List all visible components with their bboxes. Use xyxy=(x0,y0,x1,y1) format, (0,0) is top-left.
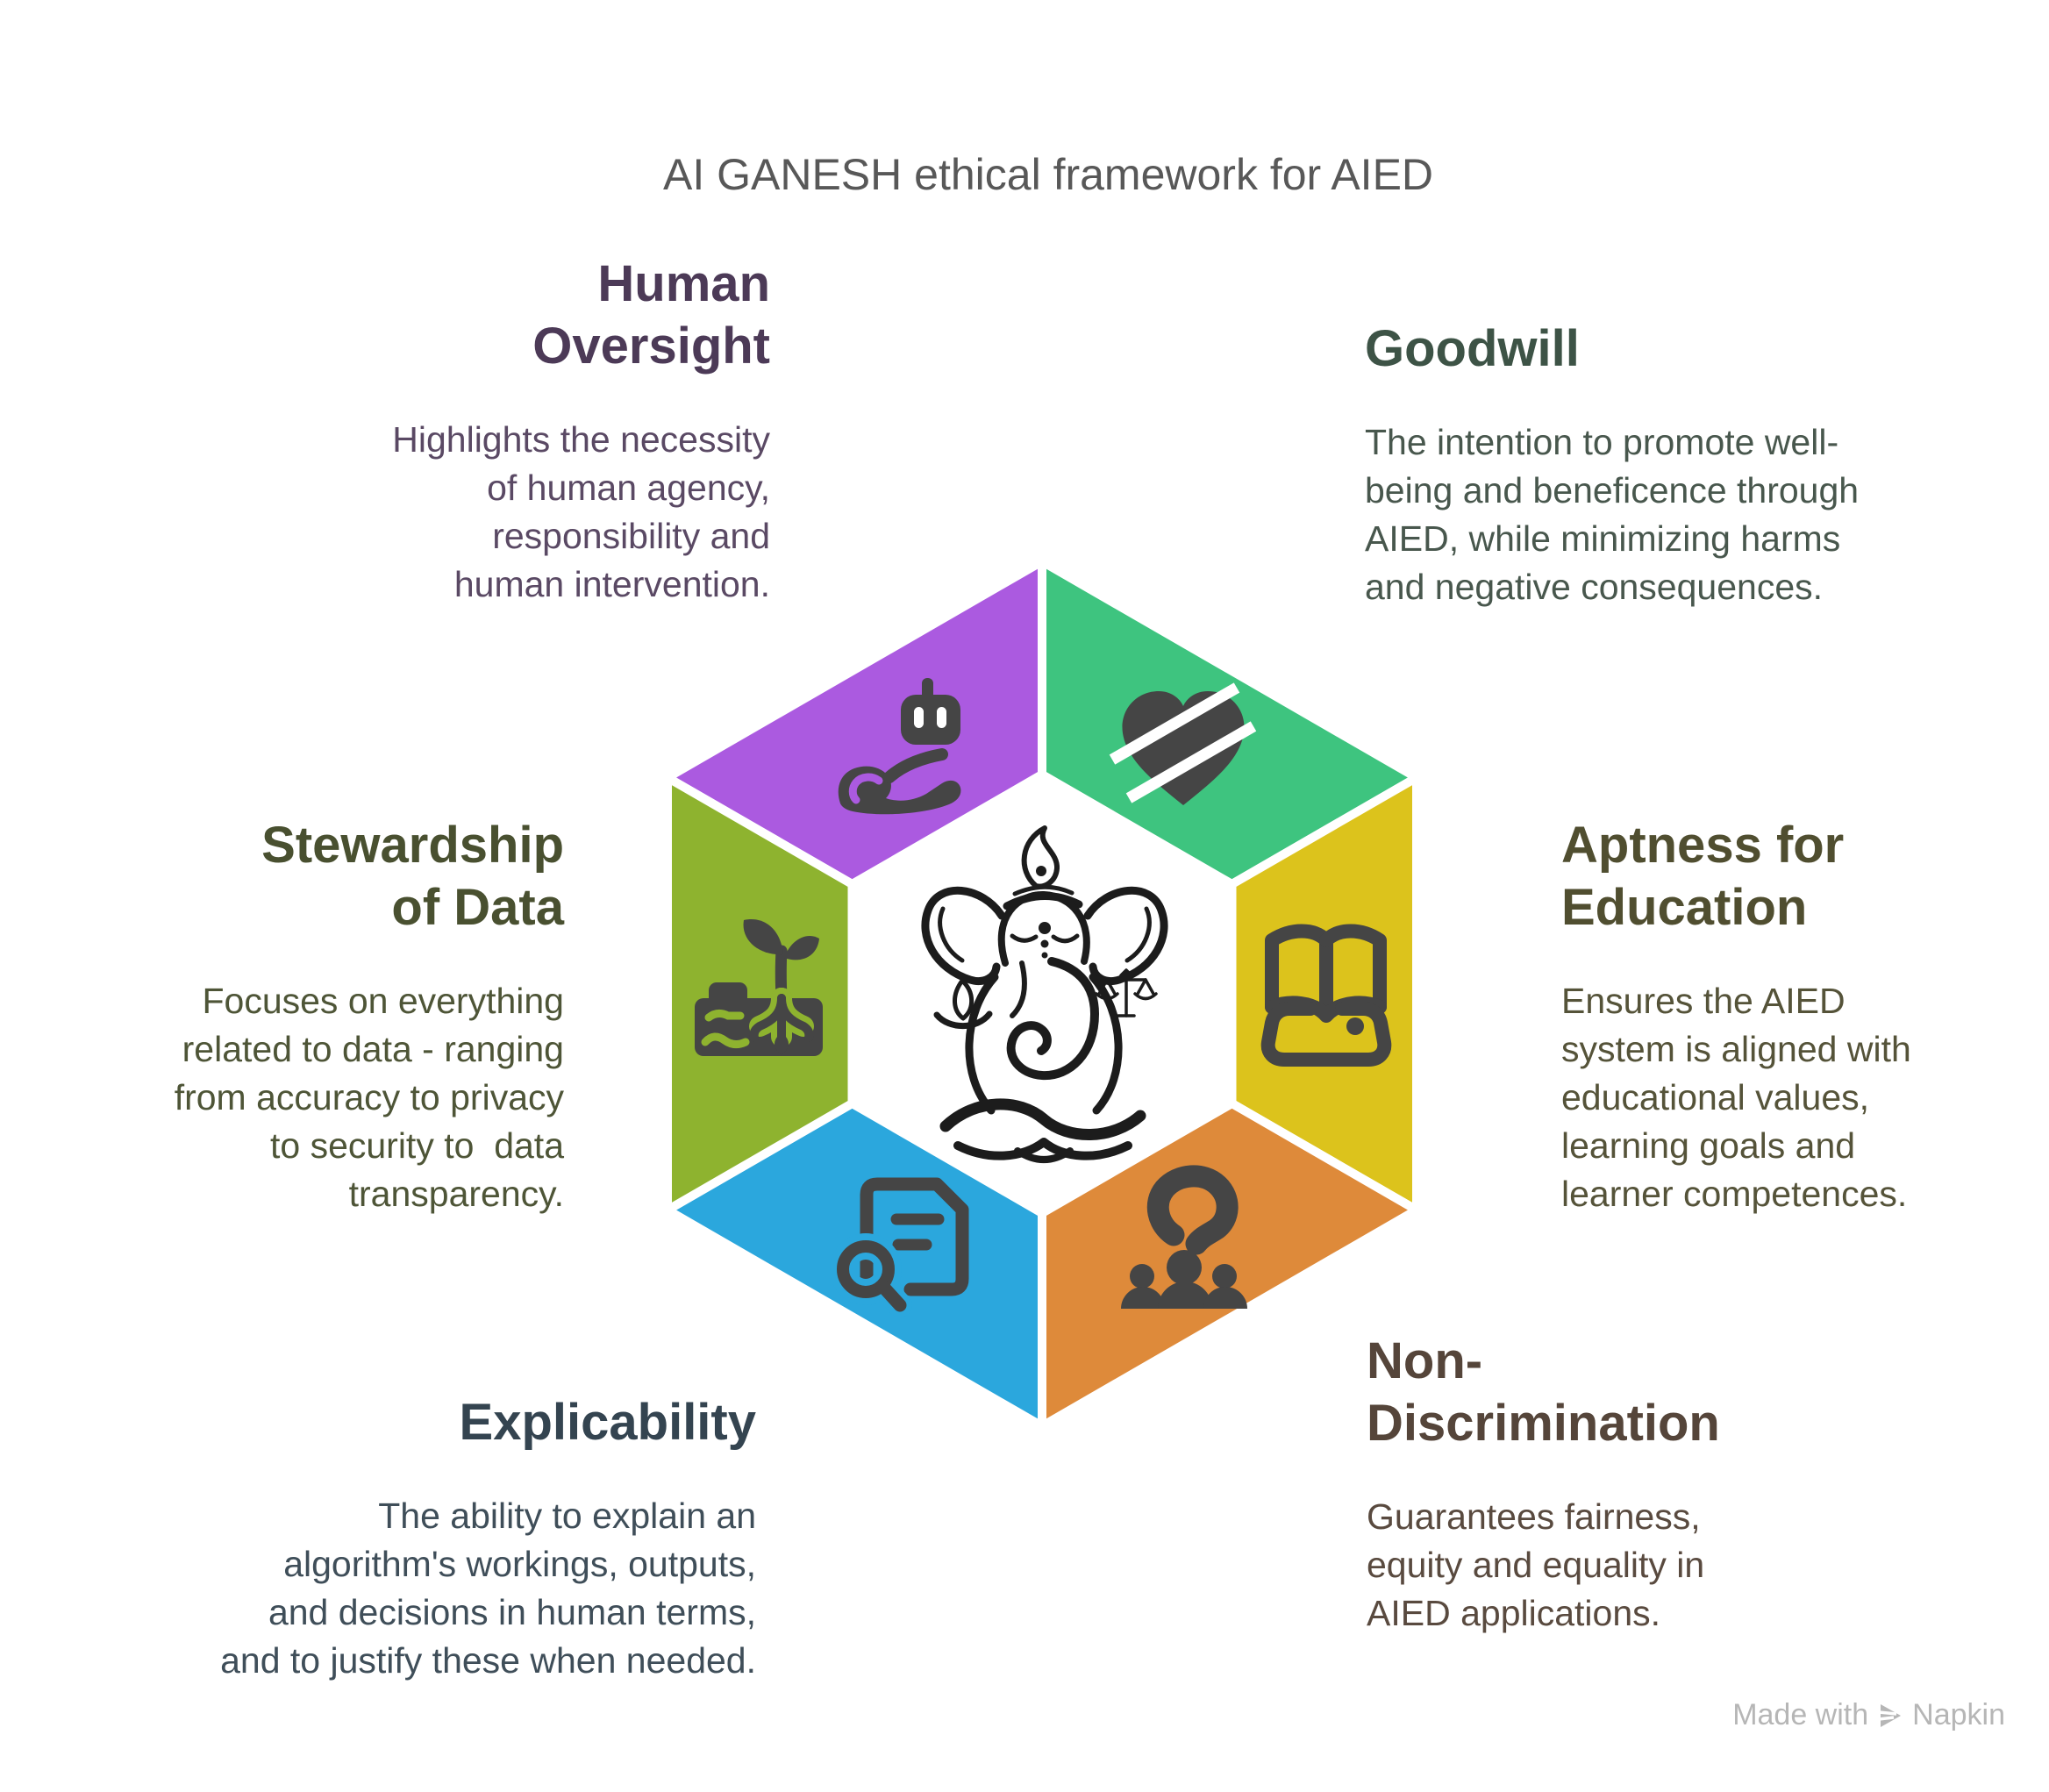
section-heading: Explicability xyxy=(459,1394,756,1451)
section-explicability: Explicability The ability to explain an … xyxy=(142,1391,756,1685)
made-with-napkin-watermark: Made with Napkin xyxy=(1732,1698,2005,1732)
section-heading: Stewardship of Data xyxy=(261,817,564,936)
scales-of-justice-icon xyxy=(1095,968,1158,1017)
ganesha-with-scales-illustration xyxy=(921,825,1168,1163)
people-question-icon xyxy=(1121,1165,1247,1309)
napkin-logo-icon xyxy=(1878,1703,1902,1727)
document-search-icon xyxy=(830,1177,969,1317)
watermark-prefix: Made with xyxy=(1732,1698,1869,1731)
section-heading: Aptness for Education xyxy=(1561,817,1845,936)
watermark-brand: Napkin xyxy=(1912,1698,2005,1731)
open-book-icon xyxy=(1260,924,1392,1067)
segment-stewardship-of-data xyxy=(663,769,857,1218)
section-aptness-for-education: Aptness for Education Ensures the AIED s… xyxy=(1561,814,2049,1218)
section-stewardship-of-data: Stewardship of Data Focuses on everythin… xyxy=(73,814,564,1218)
layered-heart-icon xyxy=(1109,682,1257,805)
section-body: Focuses on everything related to data - … xyxy=(174,981,564,1214)
section-body: The intention to promote well- being and… xyxy=(1365,422,1860,607)
section-non-discrimination: Non- Discrimination Guarantees fairness,… xyxy=(1367,1330,1928,1638)
section-body: Guarantees fairness, equity and equality… xyxy=(1367,1496,1705,1633)
section-heading: Non- Discrimination xyxy=(1367,1332,1720,1452)
section-goodwill: Goodwill The intention to promote well- … xyxy=(1365,318,1970,611)
section-body: Highlights the necessity of human agency… xyxy=(392,419,770,604)
section-body: Ensures the AIED system is aligned with … xyxy=(1561,981,1911,1214)
section-heading: Human Oversight xyxy=(532,255,770,375)
section-human-oversight: Human Oversight Highlights the necessity… xyxy=(209,253,770,609)
sprout-data-icon xyxy=(695,919,823,1056)
section-heading: Goodwill xyxy=(1365,320,1580,377)
robot-in-hand-icon xyxy=(838,678,961,815)
page-title: AI GANESH ethical framework for AIED xyxy=(662,150,1434,199)
section-body: The ability to explain an algorithm's wo… xyxy=(220,1496,756,1681)
